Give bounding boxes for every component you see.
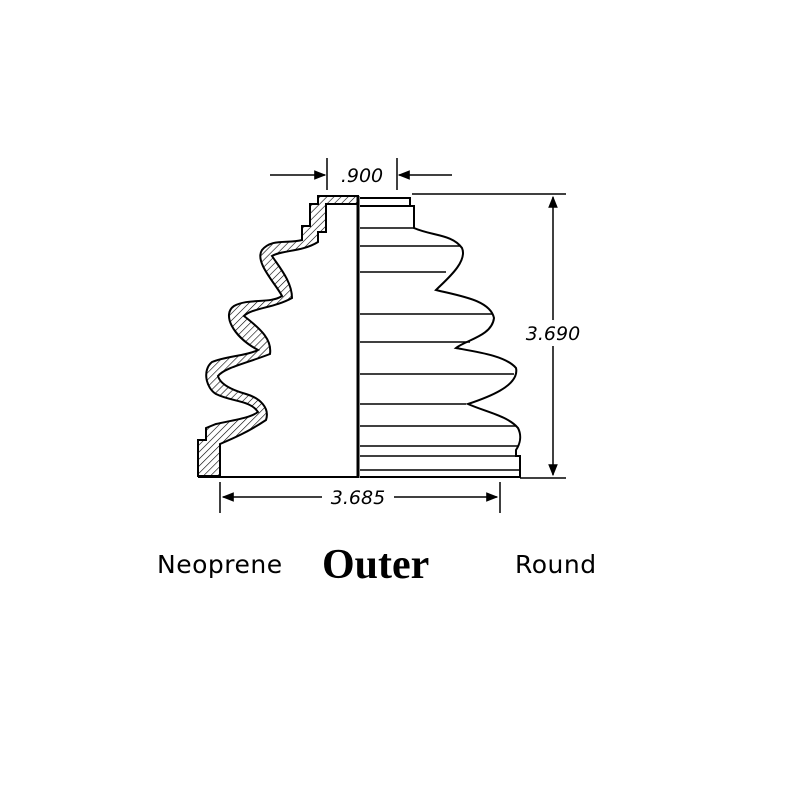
cross-section-wall bbox=[197, 195, 359, 477]
height-dimension: 3.690 bbox=[412, 193, 580, 479]
material-label: Neoprene bbox=[157, 550, 283, 579]
shape-label: Round bbox=[515, 550, 597, 579]
boot-cross-section bbox=[197, 195, 360, 478]
boot-type-label: Outer bbox=[322, 542, 430, 588]
height-dimension-label: 3.690 bbox=[526, 323, 580, 345]
top-dimension-label: .900 bbox=[341, 165, 383, 187]
bottom-dimension-label: 3.685 bbox=[331, 487, 385, 509]
top-dimension: .900 bbox=[270, 158, 452, 190]
exterior-outline bbox=[360, 197, 522, 478]
boot-exterior-view bbox=[360, 197, 522, 478]
bottom-dimension: 3.685 bbox=[219, 482, 501, 513]
